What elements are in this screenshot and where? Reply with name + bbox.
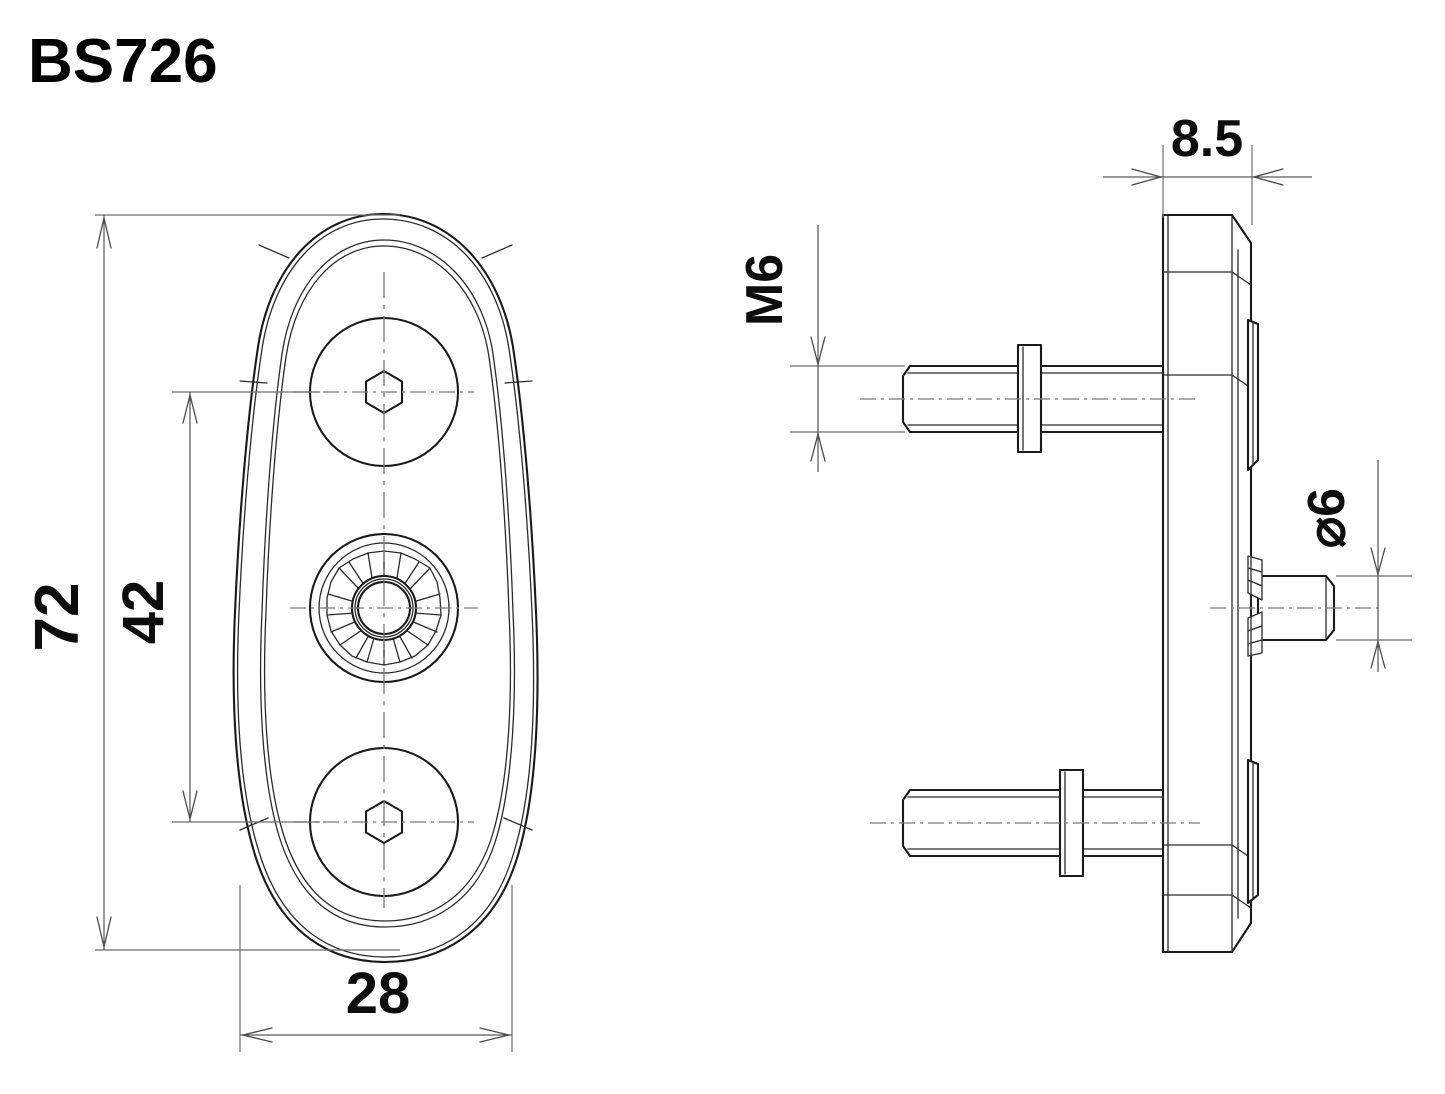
- arrow-42-top: [182, 394, 198, 424]
- side-plate-body: [1161, 213, 1253, 954]
- stud-bottom-collar: [1058, 768, 1085, 878]
- arrow-28-left: [242, 1027, 273, 1043]
- front-break-line-upper-left: [258, 244, 290, 259]
- arrow-d6-bottom: [1370, 639, 1386, 669]
- arrow-m6-bottom: [810, 431, 826, 462]
- front-break-line-mid-right: [504, 380, 533, 384]
- dim-label-72: 72: [23, 583, 92, 652]
- side-plate-break-upper: [1162, 271, 1252, 286]
- side-flange-pad-bottom: [1246, 758, 1260, 905]
- dimension-bolt-spacing: 42: [111, 391, 320, 823]
- dimension-plate-thickness: 8.5: [1103, 110, 1312, 225]
- dimension-overall-width: 28: [239, 885, 513, 1052]
- side-flange-pad-top: [1246, 318, 1260, 472]
- dimension-pin-diameter: ⌀6: [1298, 460, 1412, 672]
- front-inner-rim: [259, 239, 516, 928]
- arrow-d6-top: [1370, 547, 1386, 577]
- side-view: 8.5 M6 ⌀6: [736, 110, 1412, 954]
- page-title: BS726: [28, 27, 218, 96]
- hub-tooth-tips: [326, 552, 442, 663]
- side-plate-break-lower: [1162, 894, 1252, 909]
- side-plate-break-mid-lower: [1162, 844, 1252, 859]
- arrow-28-right: [479, 1027, 510, 1043]
- front-outer-contour-offset: [236, 218, 535, 958]
- arrow-72-bottom: [96, 916, 112, 948]
- arrow-85-left: [1131, 168, 1164, 186]
- stud-top: [860, 343, 1200, 454]
- front-break-line-lower-left: [239, 817, 269, 831]
- dim-label-42: 42: [111, 580, 176, 645]
- dim-label-m6: M6: [736, 254, 794, 326]
- dim-label-28: 28: [346, 961, 411, 1026]
- stud-bottom: [870, 768, 1200, 878]
- front-break-line-mid-left: [239, 380, 268, 384]
- front-inner-rim-offset: [263, 245, 512, 922]
- side-plate-break-mid-upper: [1162, 374, 1252, 389]
- arrow-42-bottom: [182, 790, 198, 820]
- dim-label-85: 8.5: [1171, 110, 1243, 168]
- stud-top-collar: [1016, 343, 1043, 454]
- arrow-m6-top: [810, 336, 826, 367]
- arrow-72-top: [96, 217, 112, 249]
- arrow-85-right: [1251, 168, 1284, 186]
- dim-label-d6: ⌀6: [1298, 488, 1356, 548]
- front-outer-contour: [232, 212, 539, 964]
- dimension-thread-size: M6: [736, 225, 905, 472]
- dimension-overall-height: 72: [23, 214, 400, 951]
- front-break-line-lower-right: [503, 817, 533, 831]
- front-view: 72 42 28: [23, 212, 539, 1052]
- center-pin: [1210, 555, 1380, 661]
- stud-bottom-shaft: [901, 788, 1165, 858]
- front-break-line-upper-right: [481, 244, 513, 259]
